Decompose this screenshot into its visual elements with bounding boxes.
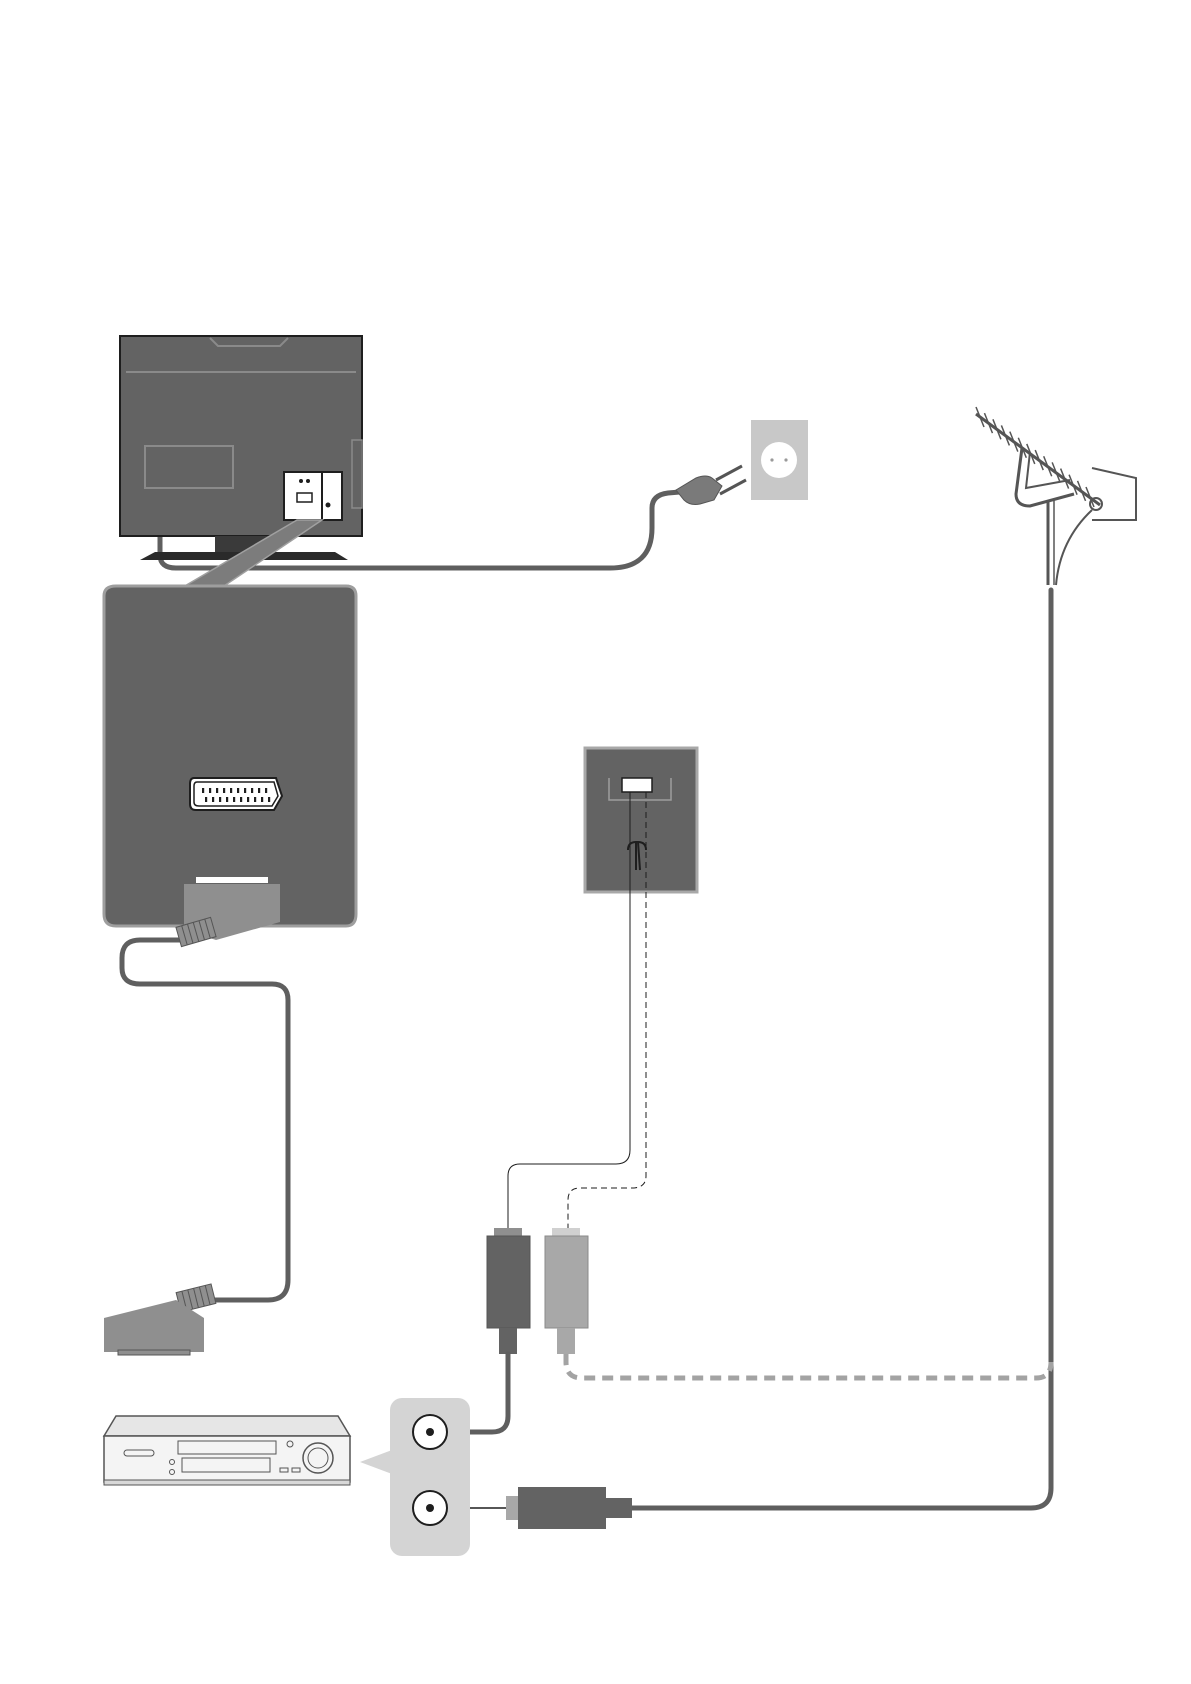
scart-pin	[268, 797, 270, 802]
scart-pin	[237, 788, 239, 793]
scart-pin	[233, 797, 235, 802]
scart-pin	[258, 788, 260, 793]
scart-pin	[226, 797, 228, 802]
rf-loop-cable-dashed	[566, 1354, 1051, 1378]
antenna-element	[976, 407, 984, 427]
antenna-cable	[630, 590, 1051, 1508]
scart-cable	[122, 940, 288, 1300]
scart-pin	[230, 788, 232, 793]
scart-pin	[202, 788, 204, 793]
scart-plug-bottom-icon	[104, 1284, 216, 1355]
scart-pin	[244, 788, 246, 793]
video-recorder-icon	[104, 1416, 350, 1485]
power-outlet-icon	[751, 420, 808, 500]
scart-pin	[209, 788, 211, 793]
scart-pin	[261, 797, 263, 802]
antenna-element	[993, 419, 1001, 439]
yagi-antenna-icon	[976, 407, 1136, 585]
antenna-element	[1001, 425, 1009, 445]
scart-pin	[265, 788, 267, 793]
scart-pin	[205, 797, 207, 802]
scart-pin	[251, 788, 253, 793]
scart-socket-panel-icon	[104, 586, 356, 926]
antenna-element	[984, 413, 992, 433]
scart-pin	[240, 797, 242, 802]
tv-rear-view-icon	[120, 336, 362, 560]
scart-pin	[219, 797, 221, 802]
scart-pin	[216, 788, 218, 793]
scart-pin	[212, 797, 214, 802]
scart-pin	[223, 788, 225, 793]
coaxial-plug-icon	[487, 1228, 588, 1354]
aerial-outlet-icon	[585, 748, 697, 892]
power-plug-icon	[676, 466, 746, 505]
antenna-element	[1010, 432, 1018, 452]
rf-in-out-jacks-icon	[360, 1398, 470, 1556]
scart-pin	[247, 797, 249, 802]
scart-plug-icon	[176, 884, 280, 947]
scart-socket-icon	[190, 778, 282, 810]
scart-pin	[254, 797, 256, 802]
antenna-plug-icon	[448, 1487, 632, 1529]
